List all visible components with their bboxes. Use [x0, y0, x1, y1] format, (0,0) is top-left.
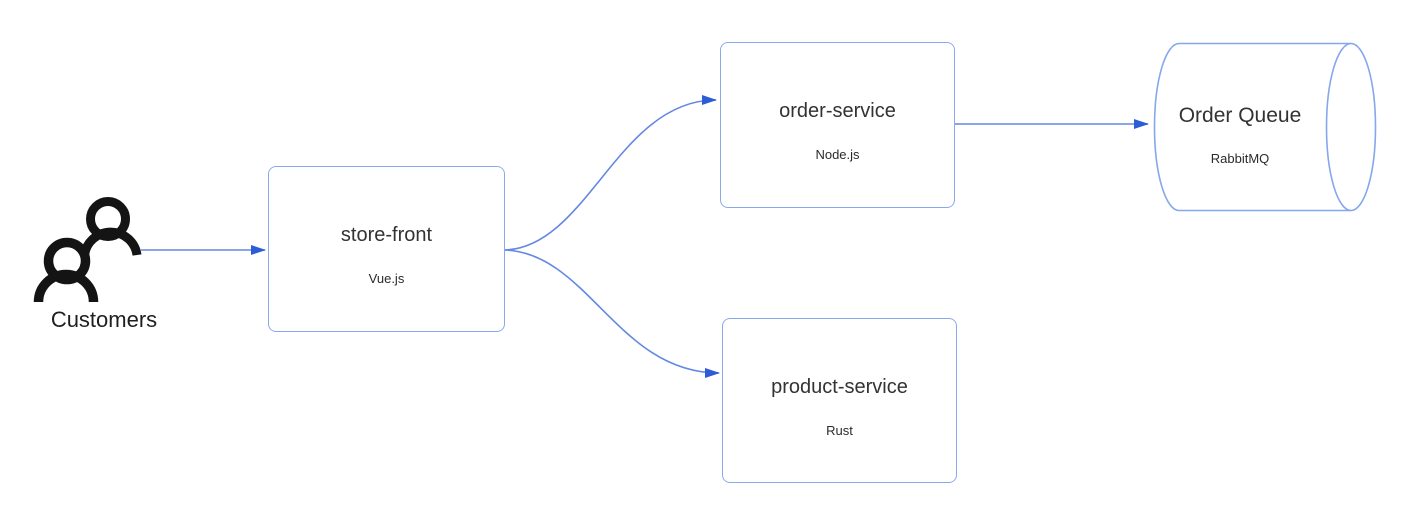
customers-label: Customers — [50, 307, 158, 332]
order-service-subtitle: Node.js — [815, 147, 860, 162]
store-front-title: store-front — [340, 224, 433, 246]
order-service-title: order-service — [779, 100, 896, 122]
users-icon — [33, 197, 142, 303]
node-order-service: order-service Node.js — [720, 42, 955, 208]
edge-store-front-to-product-service — [504, 249, 720, 378]
product-service-title: product-service — [771, 376, 908, 398]
store-front-subtitle: Vue.js — [368, 271, 405, 286]
edge-store-front-to-order-service — [504, 95, 717, 251]
node-store-front: store-front Vue.js — [268, 166, 505, 332]
node-product-service: product-service Rust — [722, 318, 957, 483]
order-queue-cylinder-shape — [1153, 42, 1377, 212]
product-service-subtitle: Rust — [826, 423, 853, 438]
